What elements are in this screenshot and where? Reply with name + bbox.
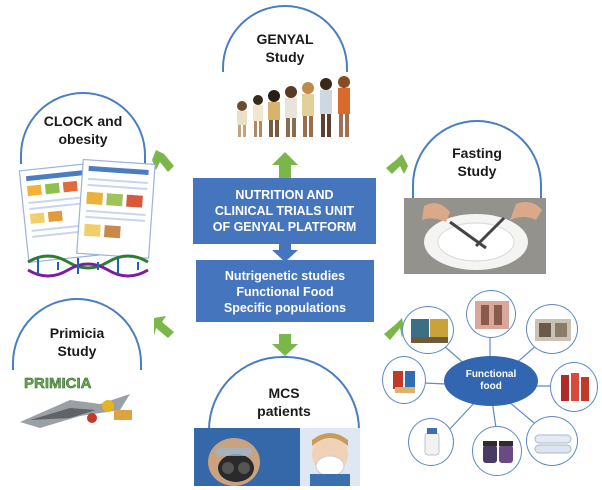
arrow-down-center [272,240,298,262]
svg-text:PRIMICIA: PRIMICIA [24,375,92,392]
center-sub-box: Nutrigenetic studies Functional Food Spe… [196,260,374,322]
center-sub-line1: Nutrigenetic studies [224,269,346,283]
food-jars-image [483,441,513,463]
genyal-label: GENYAL Study [222,30,348,66]
fasting-label-line2: Study [457,163,497,179]
primicia-logo-image: PRIMICIA [10,370,148,432]
clock-label: CLOCK and obesity [20,112,146,148]
clock-label-line2: obesity [58,131,108,147]
food-container-image [411,319,448,343]
arrow-up-genyal [272,152,298,178]
food-cups-image [393,371,415,393]
clock-documents-image [18,158,156,278]
fasting-label: Fasting Study [412,144,542,180]
food-tubes-image [534,434,572,454]
food-item-bars [466,290,516,338]
functional-food-hub-line2: food [480,381,502,392]
food-item-jars [472,426,522,476]
center-title-line1: NUTRITION AND [235,188,334,202]
food-item-juices [550,362,598,412]
genyal-label-line2: Study [265,49,305,65]
arrow-primicia [154,316,174,338]
food-milk-image [424,428,440,456]
primicia-label-line2: Study [57,343,97,359]
food-item-tubes [526,416,578,466]
center-sub-line2: Functional Food [236,285,334,299]
food-item-cups [382,356,426,404]
genyal-label-line1: GENYAL [256,31,314,47]
primicia-label-line1: Primicia [49,325,105,341]
arrow-clock [152,150,174,172]
genyal-children-photo [222,72,360,142]
arrow-functional-food [384,318,404,340]
food-item-container [402,306,454,354]
food-item-sachets [526,304,578,354]
fasting-plate-photo [404,198,546,274]
center-title-line2: CLINICAL TRIALS UNIT [214,204,355,218]
clock-label-line1: CLOCK and [43,113,123,129]
center-title-box: NUTRITION AND CLINICAL TRIALS UNIT OF GE… [193,178,376,244]
food-sachets-image [535,319,571,341]
fasting-label-line1: Fasting [452,145,502,161]
mcs-label-line2: patients [257,403,311,419]
arrow-fasting [386,154,408,174]
functional-food-hub: Functional food [444,356,538,406]
food-juices-image [561,373,589,401]
mcs-patients-photo [194,428,360,486]
food-item-milk [408,418,454,466]
functional-food-hub-line1: Functional [465,369,517,380]
center-title-line3: OF GENYAL PLATFORM [212,220,357,234]
food-bars-image [475,301,509,329]
arrow-down-mcs [272,334,298,356]
mcs-label: MCS patients [208,384,360,420]
center-sub-line3: Specific populations [223,301,347,315]
primicia-label: Primicia Study [12,324,142,360]
mcs-label-line1: MCS [268,385,300,401]
